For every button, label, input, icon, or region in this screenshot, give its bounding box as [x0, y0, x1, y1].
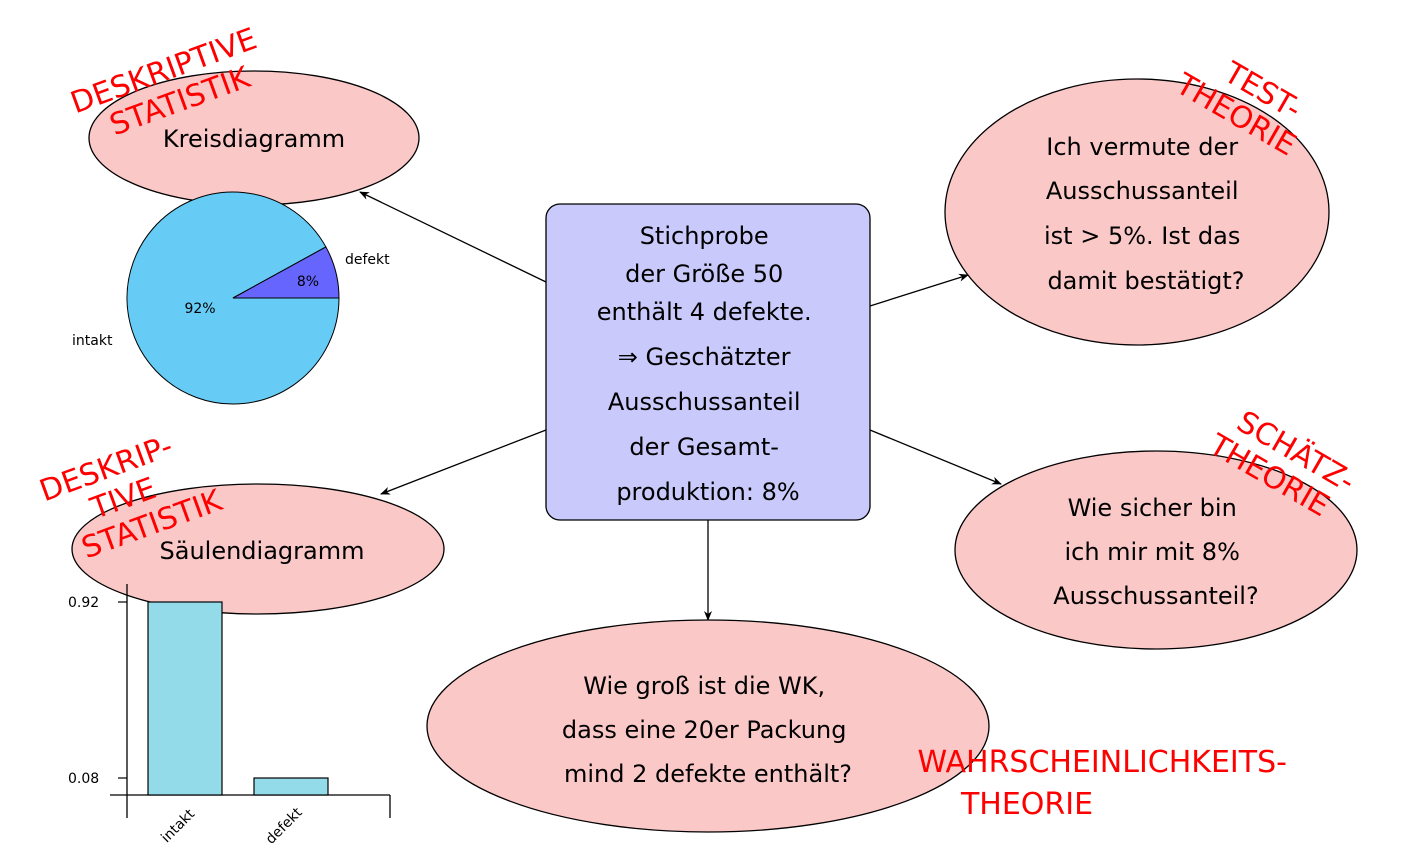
saeulendiagramm-node	[71, 483, 445, 615]
y-tick-label: 0.08	[68, 771, 99, 787]
node-line: Kreisdiagramm	[163, 125, 345, 153]
arrow-to-schaetz	[869, 429, 1002, 485]
pie-category-label-intakt: intakt	[72, 333, 113, 349]
test-text: Ich vermute der Ausschussanteil ist > 5%…	[1044, 133, 1248, 295]
wk-text: Wie groß ist die WK, dass eine 20er Pack…	[562, 672, 854, 788]
bar-defekt	[253, 777, 329, 796]
test-node	[944, 78, 1330, 346]
pie-chart: 8% 92% defekt intakt	[72, 191, 390, 405]
center-line: ⇒ Geschätzter	[618, 343, 791, 371]
center-line: Stichprobe	[640, 222, 769, 250]
y-tick-label: 0.92	[68, 595, 99, 611]
wahrscheinlichkeits-theorie-label: WAHRSCHEINLICHKEITS- THEORIE	[917, 745, 1296, 822]
node-line: Ausschussanteil?	[1053, 582, 1258, 610]
schaetz-text: Wie sicher bin ich mir mit 8% Ausschussa…	[1053, 494, 1258, 610]
node-line: ich mir mit 8%	[1064, 538, 1239, 566]
bar-chart: 0.92 intakt 0.08 defekt	[68, 584, 391, 848]
pie-value-label-intakt: 92%	[184, 301, 215, 317]
center-line: Ausschussanteil	[608, 388, 801, 416]
connector-arrows	[359, 191, 1002, 621]
node-line: damit bestätigt?	[1047, 267, 1244, 295]
red-label-line: WAHRSCHEINLICHKEITS-	[917, 745, 1286, 780]
center-box-text: Stichprobe der Größe 50 enthält 4 defekt…	[597, 222, 819, 506]
pie-value-label-defekt: 8%	[297, 274, 319, 290]
x-tick-label-intakt: intakt	[158, 806, 198, 846]
red-label-line: THEORIE	[960, 787, 1093, 822]
arrow-to-saeulendiagramm	[380, 429, 547, 495]
pie-slice-defekt	[232, 246, 340, 299]
node-line: dass eine 20er Packung	[562, 716, 847, 744]
node-line: Wie groß ist die WK,	[583, 672, 825, 700]
x-tick-label-defekt: defekt	[263, 804, 306, 847]
center-line: produktion: 8%	[616, 478, 799, 506]
pie-category-label-defekt: defekt	[345, 252, 390, 268]
kreisdiagramm-text: Kreisdiagramm	[163, 125, 345, 153]
node-line: mind 2 defekte enthält?	[564, 760, 852, 788]
saeulendiagramm-text: Säulendiagramm	[160, 537, 365, 565]
center-box	[545, 203, 871, 521]
center-line: der Gesamt-	[629, 433, 779, 461]
wk-node	[426, 619, 990, 833]
arrow-to-kreisdiagramm	[359, 191, 547, 283]
node-line: Säulendiagramm	[160, 537, 365, 565]
arrow-to-test	[869, 273, 969, 307]
node-line: Ausschussanteil	[1046, 177, 1239, 205]
node-line: ist > 5%. Ist das	[1044, 222, 1240, 250]
node-line: Wie sicher bin	[1068, 494, 1237, 522]
node-line: Ich vermute der	[1046, 133, 1238, 161]
bar-intakt	[147, 601, 223, 796]
schaetz-node	[954, 450, 1358, 650]
center-line: enthält 4 defekte.	[597, 298, 812, 326]
center-line: der Größe 50	[625, 260, 783, 288]
